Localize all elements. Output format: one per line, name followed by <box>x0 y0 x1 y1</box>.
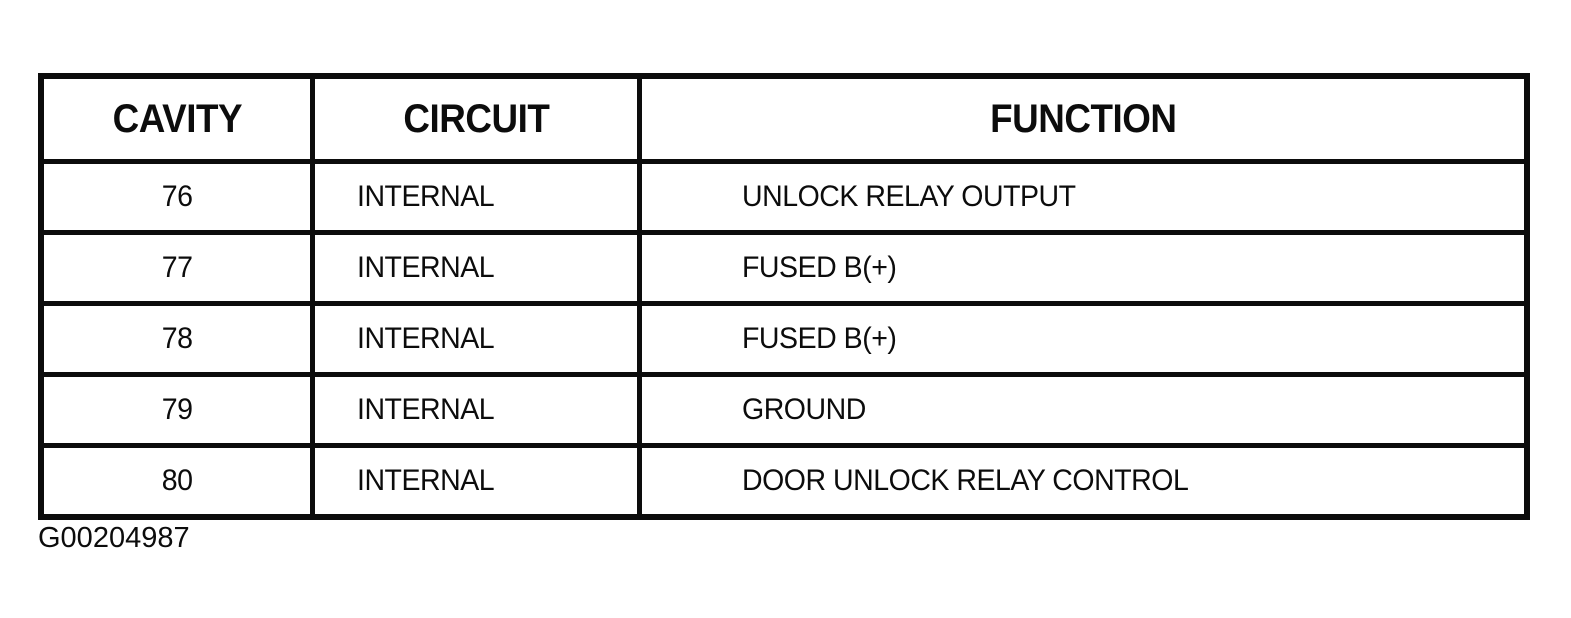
table-row-cavity-cell: 80 <box>44 443 310 514</box>
column-header-function: FUNCTION <box>637 79 1524 159</box>
cavity-value: 76 <box>161 180 193 213</box>
column-header-circuit-label: CIRCUIT <box>402 96 550 141</box>
cavity-value: 80 <box>161 464 193 497</box>
table-row-function-cell: GROUND <box>637 372 1524 443</box>
column-header-circuit: CIRCUIT <box>310 79 637 159</box>
table-row-cavity-cell: 78 <box>44 301 310 372</box>
table-row-circuit-cell: INTERNAL <box>310 230 637 301</box>
cavity-value: 79 <box>161 393 193 426</box>
table-row-function-cell: FUSED B(+) <box>637 301 1524 372</box>
column-header-cavity: CAVITY <box>44 79 310 159</box>
function-value: FUSED B(+) <box>742 322 897 355</box>
table-row-circuit-cell: INTERNAL <box>310 443 637 514</box>
column-header-cavity-label: CAVITY <box>112 96 242 141</box>
function-value: GROUND <box>742 393 866 426</box>
circuit-value: INTERNAL <box>357 251 495 284</box>
table-row-cavity-cell: 77 <box>44 230 310 301</box>
function-value: DOOR UNLOCK RELAY CONTROL <box>742 464 1189 497</box>
table-row-cavity-cell: 76 <box>44 159 310 230</box>
table-row-circuit-cell: INTERNAL <box>310 301 637 372</box>
cavity-value: 77 <box>161 251 193 284</box>
table-row-function-cell: FUSED B(+) <box>637 230 1524 301</box>
table-row-function-cell: UNLOCK RELAY OUTPUT <box>637 159 1524 230</box>
circuit-value: INTERNAL <box>357 393 495 426</box>
table-row-cavity-cell: 79 <box>44 372 310 443</box>
circuit-value: INTERNAL <box>357 464 495 497</box>
circuit-value: INTERNAL <box>357 322 495 355</box>
figure-id-caption: G00204987 <box>38 522 190 554</box>
circuit-value: INTERNAL <box>357 180 495 213</box>
function-value: FUSED B(+) <box>742 251 897 284</box>
cavity-value: 78 <box>161 322 193 355</box>
table-row-function-cell: DOOR UNLOCK RELAY CONTROL <box>637 443 1524 514</box>
table-row-circuit-cell: INTERNAL <box>310 372 637 443</box>
table-row-circuit-cell: INTERNAL <box>310 159 637 230</box>
column-header-function-label: FUNCTION <box>989 96 1177 141</box>
function-value: UNLOCK RELAY OUTPUT <box>742 180 1076 213</box>
connector-cavity-table: CAVITY CIRCUIT FUNCTION 76 INTERNAL UNLO… <box>38 73 1530 520</box>
